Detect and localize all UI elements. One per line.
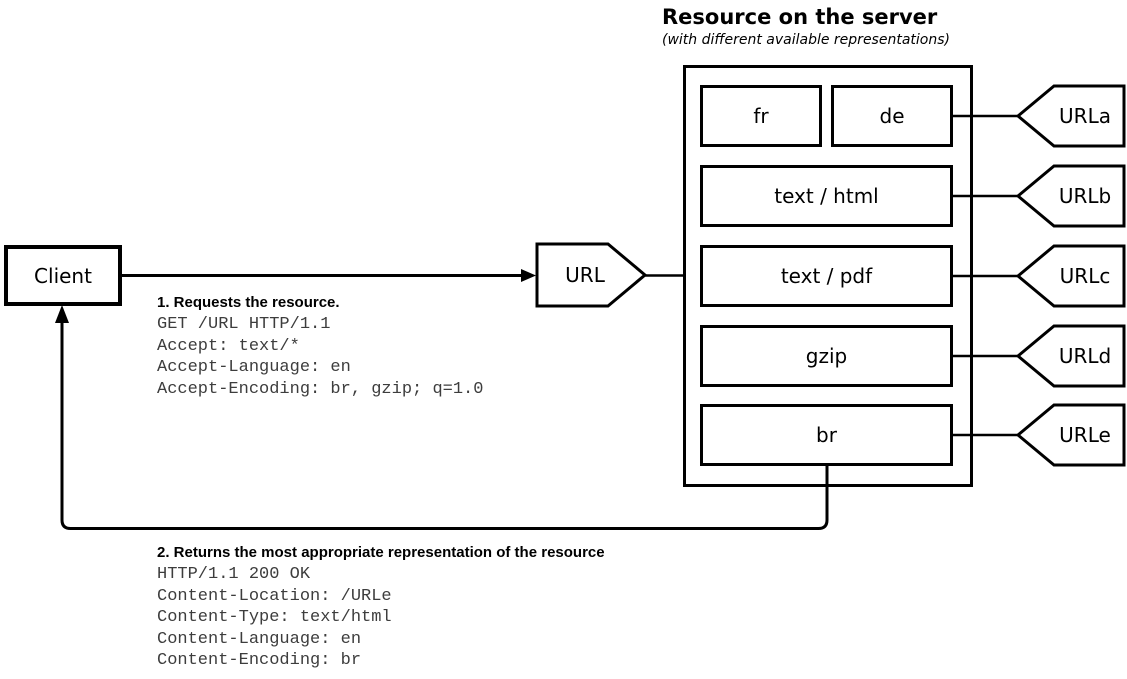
url-tag-d: URLd bbox=[1016, 324, 1126, 388]
response-arrow-line bbox=[60, 322, 829, 530]
url-tag-label: URLb bbox=[1058, 184, 1112, 208]
representation-label: br bbox=[816, 423, 837, 447]
url-tag-shape bbox=[1016, 244, 1126, 308]
response-note: 2. Returns the most appropriate represen… bbox=[157, 542, 605, 672]
response-heading: 2. Returns the most appropriate represen… bbox=[157, 544, 605, 561]
response-line: Content-Type: text/html bbox=[157, 608, 392, 628]
response-line: HTTP/1.1 200 OK bbox=[157, 565, 311, 584]
server-subtitle: (with different available representation… bbox=[662, 32, 950, 48]
request-line: GET /URL HTTP/1.1 bbox=[157, 315, 331, 334]
request-line: Accept-Encoding: br, gzip; q=1.0 bbox=[157, 379, 484, 399]
server-title: Resource on the server bbox=[662, 5, 938, 29]
representation-box-gzip: gzip bbox=[700, 325, 953, 387]
url-tag-label: URLe bbox=[1059, 423, 1111, 447]
url-tag-c: URLc bbox=[1016, 244, 1126, 308]
representation-label: fr bbox=[753, 104, 769, 128]
representation-box-text-html: text / html bbox=[700, 165, 953, 227]
request-heading: 1. Requests the resource. bbox=[157, 294, 340, 311]
response-line: Content-Location: /URLe bbox=[157, 586, 392, 606]
request-arrowhead-icon bbox=[521, 269, 536, 282]
url-pentagon-shape bbox=[535, 242, 647, 308]
url-node-label: URL bbox=[565, 263, 605, 287]
representation-label: text / html bbox=[774, 184, 879, 208]
url-node: URL bbox=[535, 242, 647, 308]
client-label: Client bbox=[34, 263, 92, 288]
client-box: Client bbox=[4, 245, 122, 306]
url-tag-shape bbox=[1016, 164, 1126, 228]
representation-label: text / pdf bbox=[780, 264, 873, 288]
url-tag-a: URLa bbox=[1016, 84, 1126, 148]
representation-box-fr: fr bbox=[700, 85, 822, 147]
request-note: 1. Requests the resource. GET /URL HTTP/… bbox=[157, 292, 483, 400]
url-tag-b: URLb bbox=[1016, 164, 1126, 228]
representation-box-text-pdf: text / pdf bbox=[700, 245, 953, 307]
representation-label: de bbox=[879, 104, 905, 128]
request-line: Accept: text/* bbox=[157, 336, 300, 356]
representation-box-br: br bbox=[700, 404, 953, 466]
url-tag-label: URLd bbox=[1058, 344, 1112, 368]
response-arrowhead-icon bbox=[55, 305, 69, 323]
url-tag-shape bbox=[1016, 324, 1126, 388]
response-line: Content-Encoding: br bbox=[157, 651, 362, 671]
response-line: Content-Language: en bbox=[157, 629, 362, 649]
server-box bbox=[683, 65, 973, 487]
url-tag-label: URLa bbox=[1059, 104, 1111, 128]
representation-label: gzip bbox=[805, 344, 848, 368]
url-tag-shape bbox=[1016, 84, 1126, 148]
url-tag-shape bbox=[1016, 403, 1126, 467]
representation-box-de: de bbox=[831, 85, 953, 147]
request-line: Accept-Language: en bbox=[157, 358, 351, 378]
url-tag-e: URLe bbox=[1016, 403, 1126, 467]
url-tag-label: URLc bbox=[1059, 264, 1111, 288]
